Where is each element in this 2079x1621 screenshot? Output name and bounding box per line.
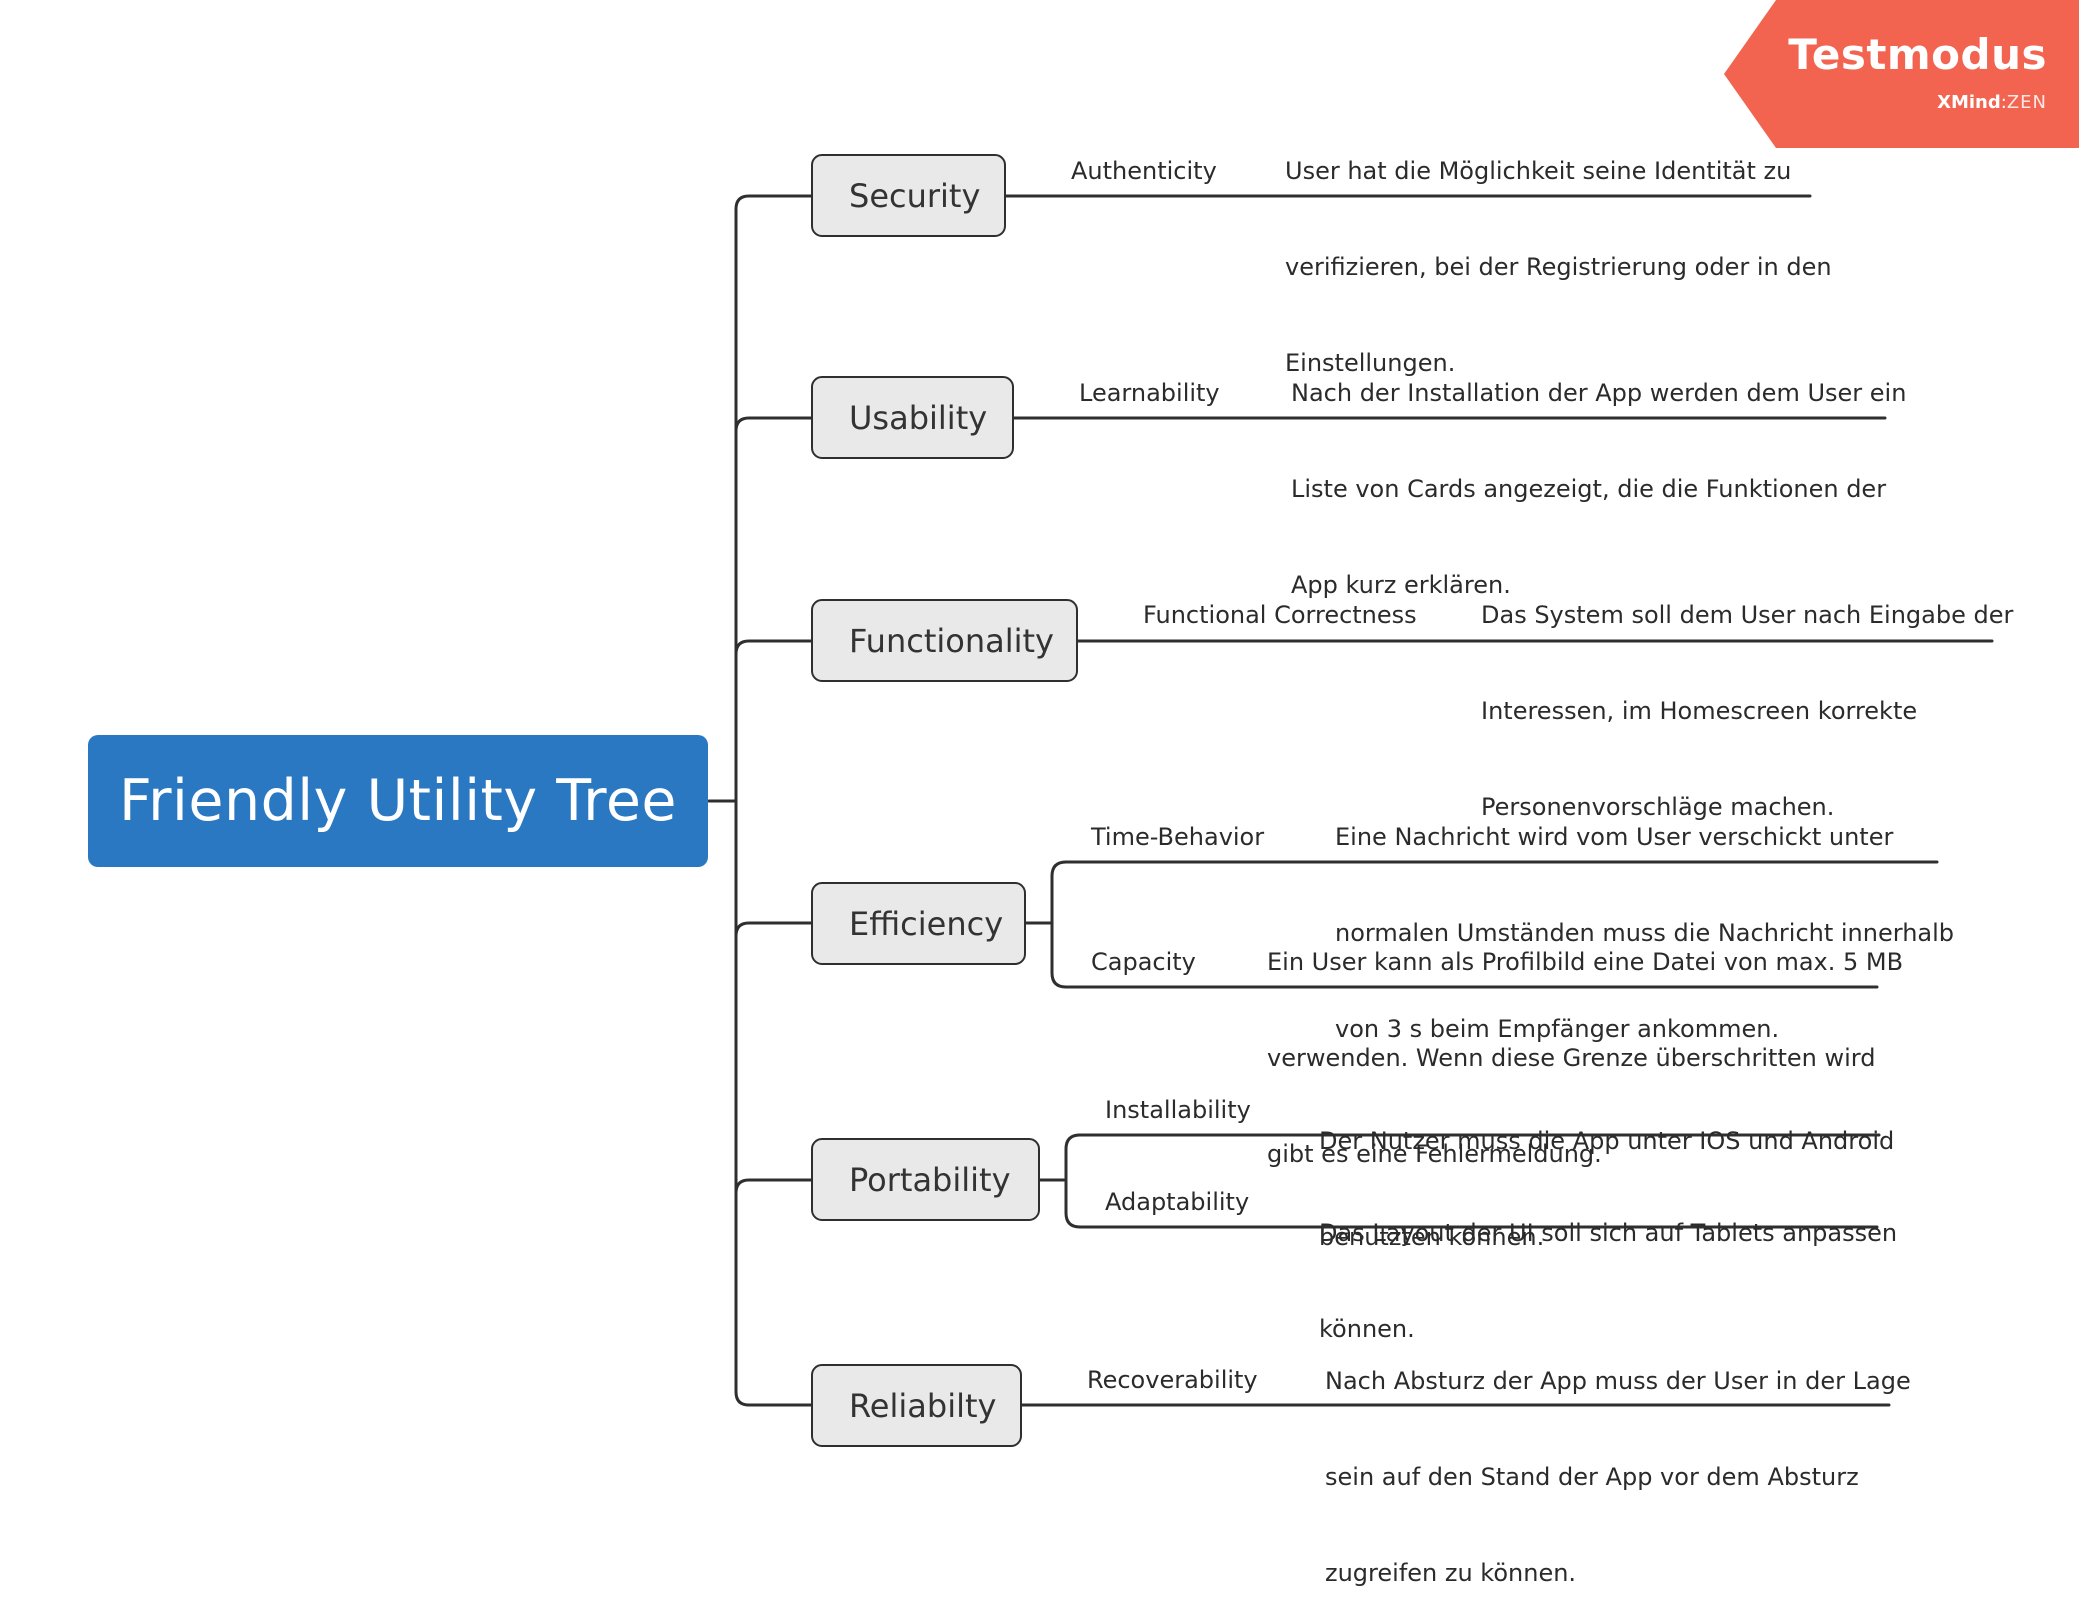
note-line: verifizieren, bei der Registrierung oder… <box>1285 253 1832 281</box>
note-line: Das Layout der UI soll sich auf Tablets … <box>1319 1219 1898 1247</box>
topic-reliability[interactable]: Reliabilty <box>811 1364 1022 1447</box>
note-line: können. <box>1319 1315 1415 1343</box>
root-topic[interactable]: Friendly Utility Tree <box>88 735 708 867</box>
note-line: Personenvorschläge machen. <box>1481 793 1835 821</box>
branch-connector-usability <box>734 416 813 433</box>
note-learnability[interactable]: Nach der Installation der App werden dem… <box>1291 313 1906 633</box>
subtopic-time-behavior[interactable]: Time-Behavior <box>1091 823 1265 851</box>
note-line: Einstellungen. <box>1285 349 1456 377</box>
note-line: Interessen, im Homescreen korrekte <box>1481 697 1918 725</box>
branch-connector-efficiency <box>734 921 813 938</box>
branch-connector-portability <box>734 1178 813 1195</box>
note-capacity[interactable]: Ein User kann als Profilbild eine Datei … <box>1267 882 1903 1202</box>
subtopic-functional-correctness[interactable]: Functional Correctness <box>1143 601 1417 629</box>
topic-efficiency[interactable]: Efficiency <box>811 882 1026 965</box>
topic-portability[interactable]: Portability <box>811 1138 1040 1221</box>
note-line: Liste von Cards angezeigt, die die Funkt… <box>1291 475 1887 503</box>
subtopic-authenticity[interactable]: Authenticity <box>1071 157 1217 185</box>
note-line: sein auf den Stand der App vor dem Abstu… <box>1325 1463 1859 1491</box>
note-line: Nach der Installation der App werden dem… <box>1291 379 1907 407</box>
note-line: Nach Absturz der App muss der User in de… <box>1325 1367 1911 1395</box>
topic-usability[interactable]: Usability <box>811 376 1014 459</box>
note-recoverability[interactable]: Nach Absturz der App muss der User in de… <box>1325 1301 1911 1621</box>
subtopic-recoverability[interactable]: Recoverability <box>1087 1366 1258 1394</box>
subtopic-installability[interactable]: Installability <box>1105 1096 1251 1124</box>
note-line: gibt es eine Fehlermeldung. <box>1267 1140 1602 1168</box>
note-line: zugreifen zu können. <box>1325 1559 1577 1587</box>
note-functional-correctness[interactable]: Das System soll dem User nach Eingabe de… <box>1481 535 2013 855</box>
subtopic-adaptability[interactable]: Adaptability <box>1105 1188 1250 1216</box>
note-line: normalen Umständen muss die Nachricht in… <box>1335 919 1955 947</box>
note-installability[interactable]: Der Nutzer muss die App unter IOS und An… <box>1319 1061 1894 1285</box>
efficiency-bracket <box>1050 860 1068 989</box>
note-line: Ein User kann als Profilbild eine Datei … <box>1267 948 1904 976</box>
trunk-line <box>734 194 813 1407</box>
badge-shape <box>1724 0 2079 148</box>
testmodus-badge[interactable]: Testmodus XMind:ZEN <box>1724 0 2079 148</box>
testmodus-label: Testmodus <box>1788 30 2047 79</box>
note-line: verwenden. Wenn diese Grenze überschritt… <box>1267 1044 1876 1072</box>
brand-separator: : <box>2000 92 2007 113</box>
topic-security[interactable]: Security <box>811 154 1006 237</box>
note-line: von 3 s beim Empfänger ankommen. <box>1335 1015 1780 1043</box>
note-line: benutzten können. <box>1319 1223 1545 1251</box>
portability-bracket <box>1064 1133 1082 1229</box>
brand-name: XMind <box>1937 92 2001 113</box>
topic-functionality[interactable]: Functionality <box>811 599 1078 682</box>
note-line: User hat die Möglichkeit seine Identität… <box>1285 157 1792 185</box>
note-line: Das System soll dem User nach Eingabe de… <box>1481 601 2014 629</box>
note-line: Eine Nachricht wird vom User verschickt … <box>1335 823 1894 851</box>
brand-edition: ZEN <box>2006 92 2047 113</box>
note-line: App kurz erklären. <box>1291 571 1511 599</box>
note-adaptability[interactable]: Das Layout der UI soll sich auf Tablets … <box>1319 1153 1897 1377</box>
branch-connector-functionality <box>734 639 813 656</box>
xmind-zen-logo: XMind:ZEN <box>1937 92 2047 113</box>
note-authenticity[interactable]: User hat die Möglichkeit seine Identität… <box>1285 91 1832 411</box>
subtopic-capacity[interactable]: Capacity <box>1091 948 1196 976</box>
connector-lines <box>707 194 1994 1407</box>
note-time-behavior[interactable]: Eine Nachricht wird vom User verschickt … <box>1335 757 1954 1077</box>
subtopic-learnability[interactable]: Learnability <box>1079 379 1220 407</box>
note-line: Der Nutzer muss die App unter IOS und An… <box>1319 1127 1895 1155</box>
